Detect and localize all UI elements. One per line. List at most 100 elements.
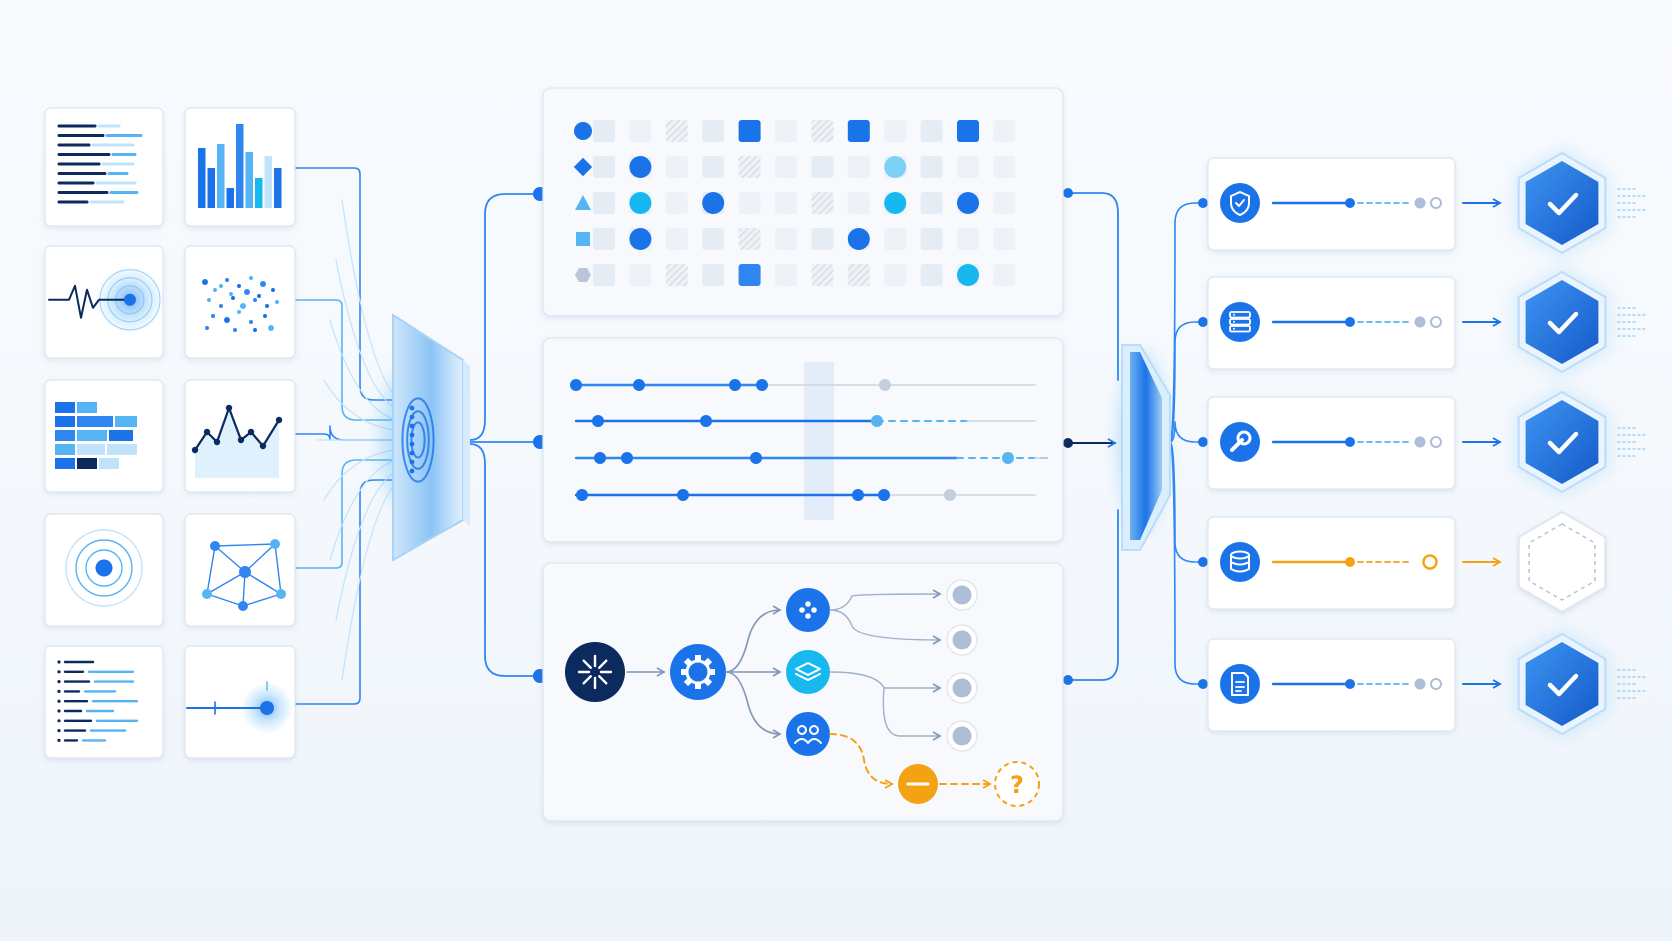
matrix-cell-empty: [593, 264, 615, 286]
scatter-dot: [249, 276, 253, 280]
prism-edge: [463, 360, 470, 526]
heatmap-blocks-icon: [55, 402, 137, 469]
matrix-point: [847, 228, 870, 250]
bar: [198, 148, 206, 208]
wave: [48, 284, 131, 319]
log-list-icon: [57, 660, 139, 743]
gear-ring: [685, 659, 711, 685]
timeline-track-3: [574, 452, 1048, 464]
graph-edge: [214, 543, 276, 547]
flow-edge: [882, 687, 942, 741]
spark-icon: [565, 642, 625, 702]
graph-node: [210, 541, 220, 551]
matrix-cell-empty: [738, 192, 761, 214]
scatter-dot: [253, 328, 257, 332]
graph-edge: [274, 543, 282, 595]
merge-from-matrix: [1067, 192, 1119, 381]
verified-badge: [1513, 147, 1649, 259]
flow-hub-node: [670, 644, 726, 700]
target-ring: [65, 529, 143, 607]
track-event: [878, 489, 890, 501]
fanout-connector: [1169, 441, 1204, 685]
graph-edge: [206, 545, 216, 595]
output-row-4: [1207, 510, 1607, 614]
matrix-cell-empty: [593, 156, 615, 178]
input-card-3: [44, 245, 164, 359]
prism-port: [409, 468, 415, 474]
track-event: [594, 452, 606, 464]
line-chart-icon: [191, 404, 283, 478]
input-card-6: [184, 379, 296, 493]
badge-hex-inner: [1525, 400, 1599, 484]
row-marker-square: [576, 232, 590, 246]
output-icon-disc: [1220, 183, 1260, 223]
matrix-cell-empty: [993, 192, 1016, 214]
fanout-connector: [1169, 421, 1204, 443]
track-event: [756, 379, 768, 391]
flow-edge: [725, 605, 782, 673]
flow-root-node: [565, 642, 625, 702]
waveform-icon: [48, 265, 164, 334]
scatter-dot: [224, 317, 230, 323]
matrix-cell-empty: [702, 264, 725, 286]
matrix-cell-empty: [593, 192, 615, 214]
prism-port: [409, 405, 415, 411]
matrix-frame: [542, 87, 1064, 317]
input-card-frame: [184, 245, 296, 359]
graph-edge: [244, 543, 276, 573]
verified-badge: [1513, 386, 1649, 498]
server-slot: [1229, 311, 1251, 319]
flow-question-node: [994, 761, 1040, 807]
person-head: [809, 725, 819, 735]
track-event: [677, 489, 689, 501]
input-card-10: [184, 645, 296, 759]
middle-panels: ?: [542, 87, 1064, 822]
fanout-connector: [1169, 321, 1204, 443]
fanout-connector: [1169, 202, 1204, 443]
progress-knob: [1345, 557, 1355, 567]
output-row-1: [1207, 147, 1649, 259]
output-icon-disc: [1220, 542, 1260, 582]
scatter-dot: [275, 300, 279, 304]
input-card-1: [44, 107, 164, 227]
flow-branch-node: [786, 650, 830, 694]
log-bullet: [57, 689, 61, 694]
matrix-cell-empty: [920, 192, 943, 214]
db-body: [1230, 554, 1250, 573]
layer-shape: [795, 662, 821, 676]
matrix-cell-empty: [665, 192, 688, 214]
prism-port: [409, 441, 415, 447]
matrix-panel: [542, 87, 1064, 317]
matrix-point: [884, 192, 907, 214]
matrix-cell-empty: [884, 264, 907, 286]
scatter-dot: [225, 278, 229, 282]
bar: [226, 188, 234, 208]
badge-hex-inner: [1525, 161, 1599, 245]
matrix-cell-empty: [920, 228, 943, 250]
input-card-8: [184, 513, 296, 627]
graph-node: [238, 601, 248, 611]
progress-step: [1414, 197, 1426, 209]
scatter-dot: [219, 284, 223, 288]
prism-ring: [406, 410, 430, 470]
log-bullet: [57, 660, 61, 664]
progress-step: [1430, 678, 1442, 690]
matrix-cell-empty: [702, 120, 725, 142]
prism-core: [1130, 352, 1162, 540]
port-dot: [1198, 557, 1208, 567]
progress-step: [1430, 197, 1442, 209]
track-event: [729, 379, 741, 391]
prism-port: [409, 432, 415, 438]
matrix-cell-empty: [884, 120, 907, 142]
bar: [255, 178, 263, 208]
scatter-dot: [240, 303, 246, 309]
shield-check: [1235, 199, 1245, 207]
row-marker-circle: [574, 122, 592, 140]
flow-question-label: ?: [1010, 771, 1024, 799]
matrix-cell-empty: [629, 120, 652, 142]
bar: [236, 124, 244, 208]
database-icon: [1220, 542, 1260, 582]
scatter-dot: [268, 325, 274, 331]
matrix-cell-empty: [920, 120, 943, 142]
signal-point-icon: [186, 681, 293, 734]
